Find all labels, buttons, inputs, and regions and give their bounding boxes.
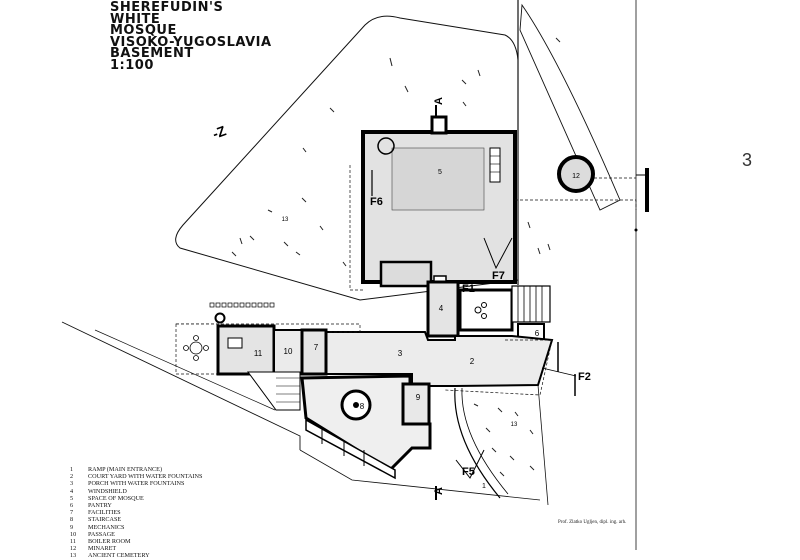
- section-mark-f1: F1: [462, 283, 475, 295]
- section-mark-f5: F5: [462, 466, 475, 478]
- room-label-2: 2: [470, 357, 475, 366]
- pantry-block: [379, 260, 433, 288]
- title-line-4: VISOKO-YUGOSLAVIA: [110, 34, 272, 50]
- room-label-5: 5: [438, 169, 442, 176]
- north-arrow-label: -Z: [210, 122, 228, 142]
- grave-markers: [231, 37, 561, 477]
- minaret-circle: [557, 155, 595, 193]
- section-mark-f7: F7: [492, 270, 505, 282]
- section-line-f7: [483, 237, 513, 270]
- left-wing-dashed: [176, 323, 361, 333]
- room-label-8: 8: [360, 402, 365, 411]
- boiler-room-wall: [216, 324, 276, 376]
- section-mark-f6: F6: [370, 196, 383, 208]
- ramp-curve: [454, 387, 501, 499]
- column-circle: [377, 137, 395, 155]
- ramp-line: [61, 321, 301, 450]
- drawing-title: SHEREFUDIN'S WHITE MOSQUE VISOKO-YUGOSLA…: [110, 0, 310, 73]
- title-line-2: WHITE: [110, 11, 161, 27]
- room-label-13a: 13: [282, 217, 289, 223]
- room-label-11: 11: [254, 349, 263, 358]
- room-label-6: 6: [535, 329, 540, 338]
- title-line-3: MOSQUE: [110, 23, 177, 38]
- room-label-9: 9: [416, 393, 421, 402]
- room-label-3: 3: [398, 349, 403, 358]
- section-mark-a-top: A: [433, 97, 445, 105]
- room-label-7: 7: [314, 343, 319, 352]
- ramp-corridor: [305, 418, 396, 480]
- stair-block: [247, 371, 301, 411]
- table-and-chairs: [183, 335, 209, 361]
- room-label-10: 10: [284, 347, 293, 356]
- minbar-stairs: [489, 147, 501, 183]
- prayer-area-inner: [391, 147, 485, 211]
- section-line-f5: [455, 449, 485, 479]
- title-line-6: 1:100: [110, 57, 154, 73]
- facilities-wall: [300, 328, 328, 376]
- site-boundary-right: [537, 384, 549, 506]
- room-label-12: 12: [572, 173, 580, 180]
- windshield-wall: [426, 280, 460, 338]
- room-label-13b: 13: [511, 422, 518, 428]
- entrance-steps: [511, 285, 551, 323]
- site-boundary-bottom: [299, 449, 541, 501]
- room-label-4: 4: [439, 304, 444, 313]
- terrace-dashed: [175, 323, 221, 375]
- mihrab-niche: [430, 115, 448, 135]
- courtyard-dashed: [444, 339, 553, 396]
- title-line-1: SHEREFUDIN'S: [110, 0, 224, 15]
- fountain-room-wall: [458, 288, 514, 332]
- small-columns: [209, 302, 275, 308]
- minaret-lane-outline: [519, 3, 621, 211]
- room-label-1: 1: [482, 483, 486, 490]
- ramp-line-inner: [94, 329, 276, 411]
- title-line-5: BASEMENT: [110, 46, 194, 61]
- author-credit: Prof. Zlatko Ugljen, dipl. ing. arh.: [558, 520, 627, 525]
- chimney-circle: [214, 312, 226, 324]
- section-mark-a-bottom: A: [433, 487, 445, 495]
- sheet-number: 3: [742, 150, 753, 170]
- section-mark-f2: F2: [578, 371, 591, 383]
- mechanics-wall: [401, 382, 431, 426]
- cemetery-site-outline: [175, 15, 519, 301]
